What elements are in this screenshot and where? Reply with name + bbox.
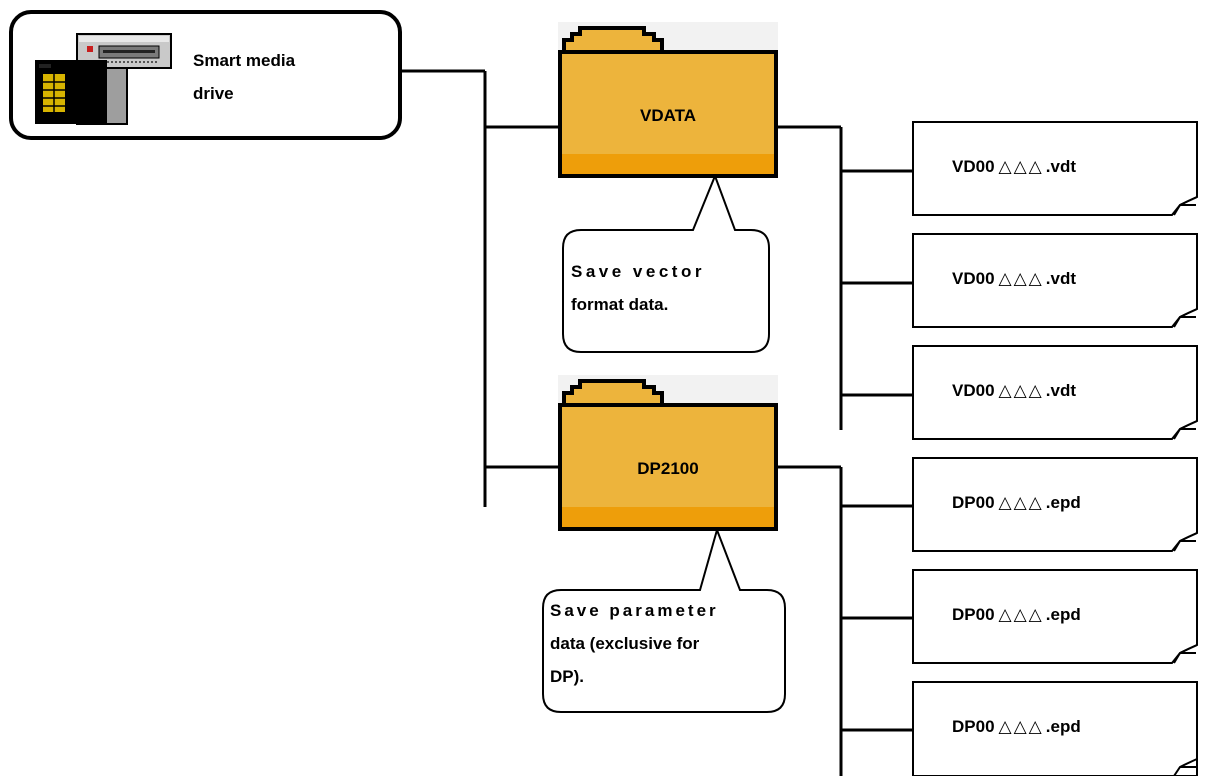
speech-bubble-shape [562,176,770,353]
file-name: VD00△△△.vdt [952,269,1076,288]
callout-dp2100-line1: Save parameter [550,601,719,620]
file-name: VD00△△△.vdt [952,381,1076,400]
file-item[interactable]: DP00△△△.epd [912,569,1198,665]
file-item[interactable]: VD00△△△.vdt [912,345,1198,441]
document-icon [912,121,1198,216]
folder-vdata-label: VDATA [639,106,697,125]
document-icon [912,457,1198,552]
file-name: DP00△△△.epd [952,717,1081,736]
file-name: VD00△△△.vdt [952,157,1076,176]
drive-label: Smart media drive [193,44,373,110]
document-icon [912,233,1198,328]
smart-media-drive-icon [35,33,172,125]
document-icon [912,345,1198,440]
file-name: DP00△△△.epd [952,605,1081,624]
file-item[interactable]: VD00△△△.vdt [912,121,1198,217]
file-item[interactable]: DP00△△△.epd [912,681,1198,776]
drive-label-line1: Smart media [193,51,296,70]
folder-icon [558,375,778,531]
callout-dp2100: Save parameter data (exclusive for DP). [535,530,795,716]
callout-dp2100-line3: DP). [550,667,584,686]
document-icon [912,569,1198,664]
callout-vdata-line2: format data. [571,295,669,314]
callout-vdata: Save vector format data. [555,176,780,356]
file-item[interactable]: VD00△△△.vdt [912,233,1198,329]
callout-vdata-line1: Save vector [571,262,705,281]
folder-dp2100-label: DP2100 [637,459,699,478]
speech-bubble-shape [542,530,786,713]
callout-vdata-text: Save vector format data. [571,255,771,321]
drive-label-line2: drive [193,84,234,103]
folder-dp2100[interactable]: DP2100 [558,375,778,531]
smart-media-drive-node: Smart media drive [9,10,402,140]
folder-vdata[interactable]: VDATA [558,22,778,178]
callout-dp2100-line2: data (exclusive for [550,634,700,653]
file-name: DP00△△△.epd [952,493,1081,512]
folder-icon [558,22,778,178]
file-item[interactable]: DP00△△△.epd [912,457,1198,553]
callout-dp2100-text: Save parameter data (exclusive for DP). [550,594,786,693]
document-icon [912,681,1198,776]
